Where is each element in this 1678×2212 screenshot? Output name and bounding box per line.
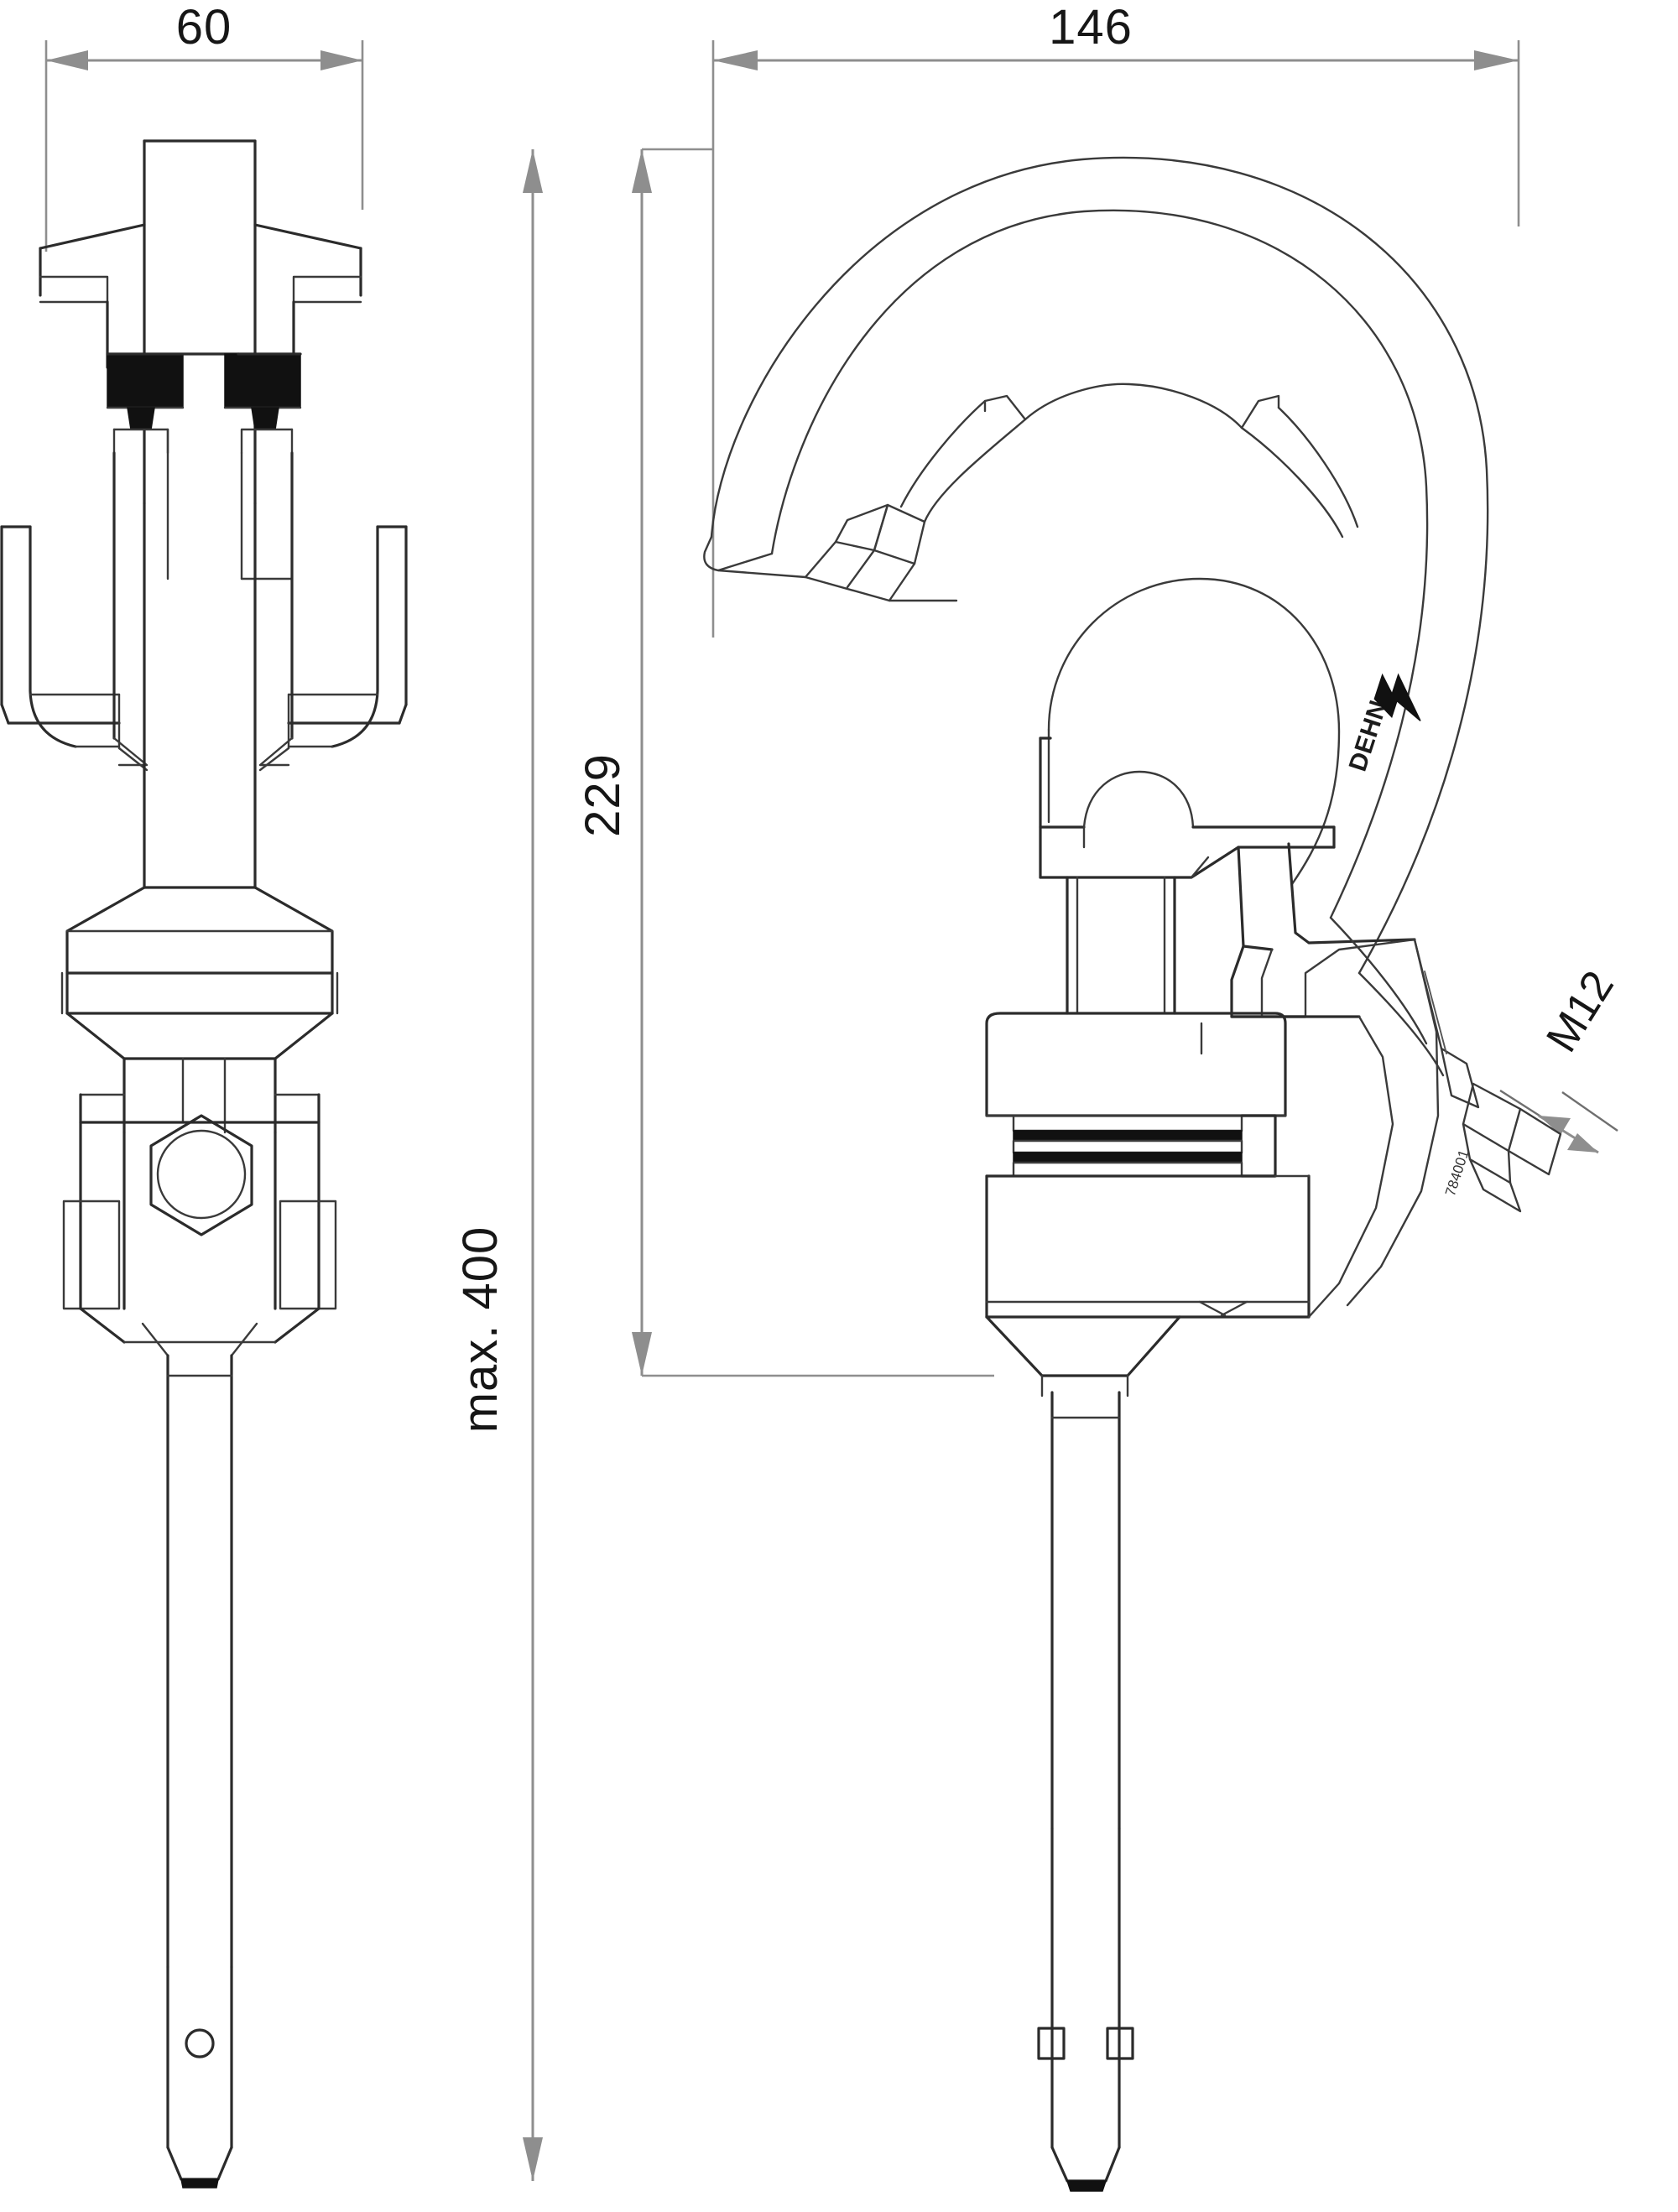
lightning-bolt-icon	[1373, 673, 1421, 721]
dimension-229-label: 229	[576, 753, 630, 837]
front-lower-block	[62, 1131, 337, 1357]
side-hook-outer	[703, 156, 1489, 975]
side-lever-arm	[1230, 842, 1416, 1018]
front-upper-stem	[143, 139, 257, 505]
dimension-m12-label: M12	[1537, 963, 1623, 1061]
dimension-max-400-label: max. 400	[453, 1226, 508, 1434]
dimension-146-label: 146	[1049, 0, 1133, 55]
front-pad-pins	[112, 428, 294, 580]
side-view	[703, 156, 1562, 2192]
front-view	[0, 139, 408, 2189]
dimension-60-label: 60	[176, 0, 232, 55]
side-hook-tip	[717, 503, 958, 602]
front-left-fork-arm	[0, 525, 121, 748]
front-mid-collar	[60, 886, 339, 1015]
front-right-screw-head	[240, 407, 294, 455]
dimension-m12: M12	[1499, 963, 1623, 1154]
dimension-60: 60	[44, 0, 364, 252]
side-washer-stack	[1012, 1114, 1277, 1178]
part-marking-text: 784001	[1442, 1148, 1472, 1198]
side-hook-teeth	[899, 383, 1359, 539]
front-left-screw-head	[112, 407, 169, 455]
part-marking: 784001	[1442, 1148, 1472, 1198]
side-jaw-stem	[1066, 876, 1176, 1015]
front-right-clamp-pad	[223, 352, 302, 409]
dimension-229: 229	[576, 148, 994, 1377]
front-left-clamp-pad	[106, 352, 240, 409]
dimension-146: 146	[711, 0, 1520, 638]
front-right-fork-arm	[287, 525, 408, 748]
side-clamp-housing	[985, 1012, 1287, 1117]
front-inner-fork-left	[112, 451, 149, 772]
side-inner-throat	[1047, 577, 1341, 886]
front-rod	[166, 1354, 233, 2189]
side-hook-inner	[770, 209, 1429, 919]
side-rod	[1037, 1391, 1134, 2192]
dimension-max-400: max. 400	[453, 149, 543, 2181]
brand-logo: DEHN	[1344, 673, 1421, 775]
front-inner-fork-right	[258, 451, 294, 772]
front-upper-saddle	[39, 223, 362, 369]
side-lower-skirt	[985, 1315, 1181, 1397]
front-hex-nut-block	[65, 1012, 334, 1236]
front-central-column	[143, 502, 257, 889]
side-lower-housing	[985, 1174, 1311, 1319]
side-upper-jaw-block	[1039, 736, 1336, 879]
side-outer-tail	[1307, 916, 1445, 1319]
